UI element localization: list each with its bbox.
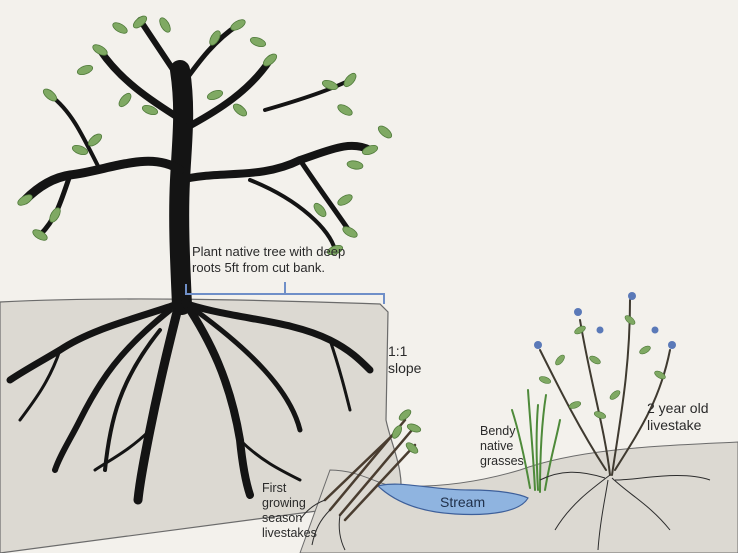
label-slope: 1:1 slope xyxy=(388,343,422,376)
livestake-bundle xyxy=(323,418,417,522)
label-first-season-livestakes: First growing season livestakes xyxy=(262,481,317,540)
flowering-shrub xyxy=(534,292,711,551)
label-plant-native-tree: Plant native tree with deep roots 5ft fr… xyxy=(192,244,346,275)
distance-bracket xyxy=(185,282,385,304)
label-stream: Stream xyxy=(440,494,486,510)
label-bendy-grasses: Bendy native grasses xyxy=(480,424,524,468)
tree-roots xyxy=(6,295,374,505)
grass-clump xyxy=(511,389,561,493)
label-two-year-livestake: 2 year old livestake xyxy=(647,400,709,433)
stream-water xyxy=(376,483,529,516)
tree-leaves xyxy=(17,15,393,256)
livestake-leaves xyxy=(391,409,422,454)
livestake-roots xyxy=(299,499,346,551)
upper-bank-soil xyxy=(0,298,402,553)
